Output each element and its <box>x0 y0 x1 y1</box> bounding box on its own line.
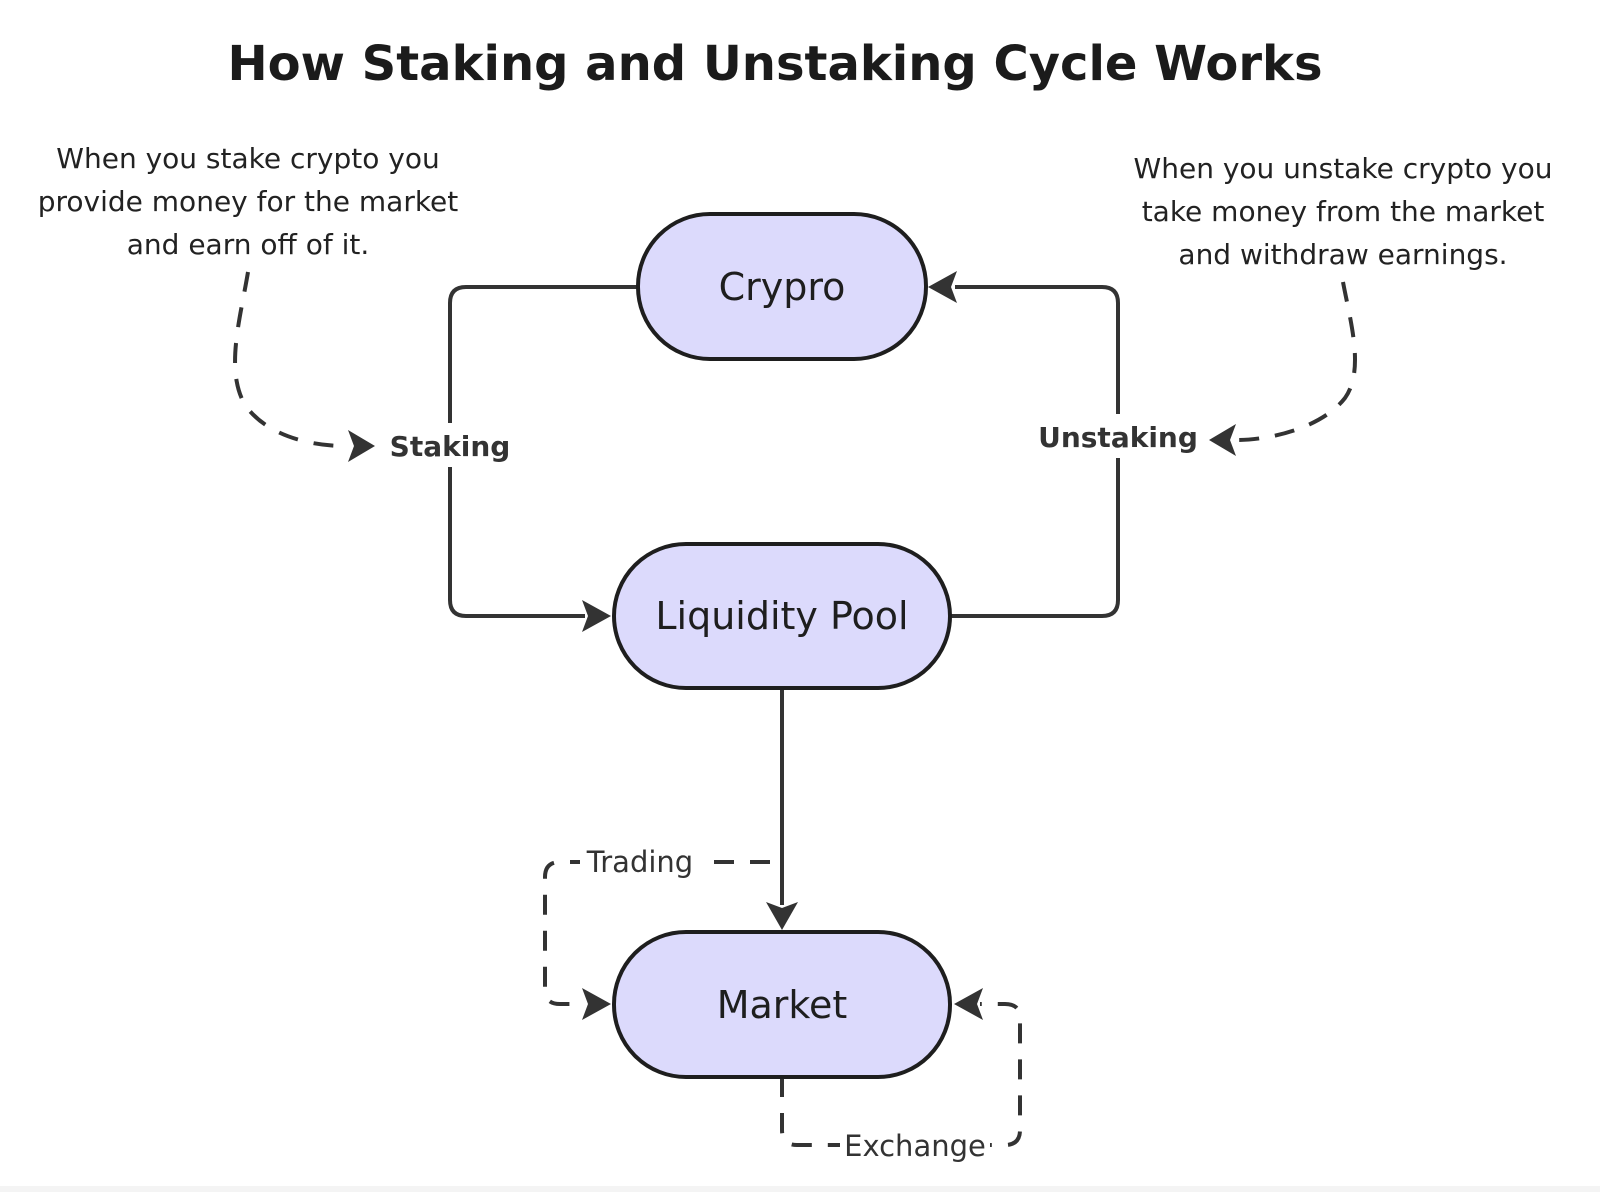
stake-note-line-2: provide money for the market <box>38 185 459 218</box>
node-crypto-label: Crypro <box>719 265 846 309</box>
unstaking-arrowhead <box>928 271 957 303</box>
unstake-note-line-3: and withdraw earnings. <box>1178 238 1507 271</box>
bottom-border <box>0 1186 1600 1192</box>
stake-note-connector <box>233 271 346 448</box>
staking-label-bg <box>388 423 512 467</box>
stake-note-line-1: When you stake crypto you <box>56 142 439 175</box>
node-crypto-shape <box>636 212 928 361</box>
trading-loop-arrowhead <box>582 988 611 1020</box>
unstaking-label-bg <box>1034 414 1202 458</box>
node-crypto[interactable]: Crypro <box>636 212 928 361</box>
unstake-note-line-2: take money from the market <box>1142 195 1545 228</box>
unstake-note-arrowhead <box>1209 424 1236 456</box>
unstake-note-line-1: When you unstake crypto you <box>1134 152 1553 185</box>
node-market-label: Market <box>717 983 848 1027</box>
trading-label-bg <box>580 840 700 880</box>
staking-arrowhead <box>582 600 611 632</box>
exchange-label-bg <box>840 1125 990 1165</box>
trading-loop-edge <box>543 860 770 1006</box>
trading-edge-label: Trading <box>586 845 693 879</box>
staking-edge-label: Staking <box>390 430 511 463</box>
unstake-note-connector <box>1237 281 1357 442</box>
unstaking-edge-label: Unstaking <box>1038 421 1198 454</box>
node-liquidity-pool-label: Liquidity Pool <box>655 594 908 638</box>
node-liquidity-pool-shape <box>612 542 952 690</box>
stake-note-line-3: and earn off of it. <box>127 228 370 261</box>
node-market[interactable]: Market <box>612 930 952 1079</box>
stake-note: When you stake crypto you provide money … <box>38 142 459 261</box>
diagram-title: How Staking and Unstaking Cycle Works <box>227 36 1322 92</box>
stake-note-arrowhead <box>348 430 375 462</box>
unstake-note: When you unstake crypto you take money f… <box>1134 152 1553 271</box>
pool-to-market-arrowhead <box>766 902 798 930</box>
node-market-shape <box>612 930 952 1079</box>
exchange-edge-label: Exchange <box>844 1129 986 1163</box>
exchange-loop-edge <box>780 1002 1022 1147</box>
node-liquidity-pool[interactable]: Liquidity Pool <box>612 542 952 690</box>
exchange-loop-arrowhead <box>954 988 983 1020</box>
